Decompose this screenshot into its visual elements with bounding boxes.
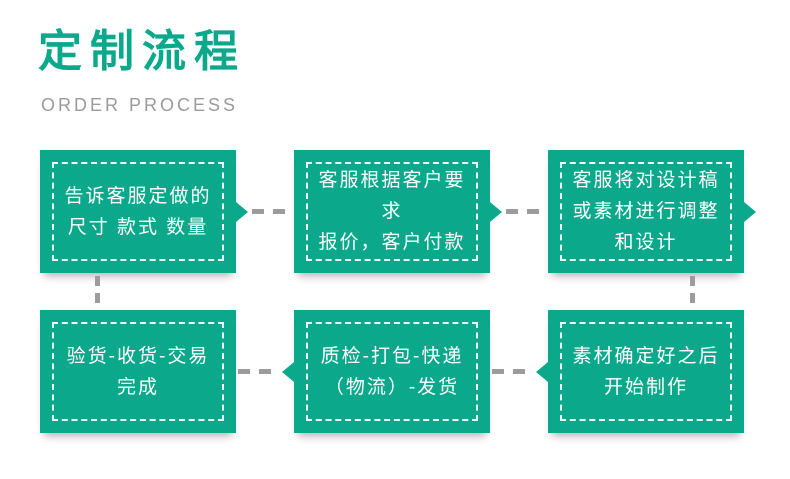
step-box-1-text: 告诉客服定做的 尺寸 款式 数量 bbox=[64, 185, 212, 238]
page-subtitle: ORDER PROCESS bbox=[41, 95, 239, 115]
arrow-left-icon bbox=[282, 362, 294, 382]
step-box-5-text: 质检-打包-快递 （物流）-发货 bbox=[320, 345, 464, 398]
step-box-4-text: 素材确定好之后 开始制作 bbox=[572, 345, 720, 398]
step-box-3-text: 客服将对设计稿 或素材进行调整 和设计 bbox=[572, 170, 720, 253]
step-box-6: 验货-收货-交易 完成 bbox=[40, 310, 236, 433]
connector-step4-step5 bbox=[492, 369, 534, 374]
arrow-left-icon bbox=[536, 362, 548, 382]
step-box-2-dashed-border: 客服根据客户要求 报价，客户付款 bbox=[306, 162, 478, 261]
connector-step2-step3 bbox=[506, 209, 546, 214]
arrow-right-icon bbox=[236, 202, 248, 222]
connector-step5-step6 bbox=[238, 369, 280, 374]
step-box-6-dashed-border: 验货-收货-交易 完成 bbox=[52, 322, 224, 421]
step-box-5: 质检-打包-快递 （物流）-发货 bbox=[282, 310, 490, 433]
page-title: 定制流程 bbox=[38, 27, 246, 76]
connector-step6-step1 bbox=[95, 276, 100, 309]
arrow-right-icon bbox=[490, 202, 502, 222]
connector-step3-step4 bbox=[690, 276, 695, 309]
step-box-3: 客服将对设计稿 或素材进行调整 和设计 bbox=[548, 150, 756, 273]
arrow-right-icon bbox=[744, 202, 756, 222]
step-box-4: 素材确定好之后 开始制作 bbox=[536, 310, 744, 433]
step-box-2: 客服根据客户要求 报价，客户付款 bbox=[294, 150, 502, 273]
connector-step1-step2 bbox=[252, 209, 292, 214]
step-box-5-dashed-border: 质检-打包-快递 （物流）-发货 bbox=[306, 322, 478, 421]
step-box-1-dashed-border: 告诉客服定做的 尺寸 款式 数量 bbox=[52, 162, 224, 261]
step-box-1: 告诉客服定做的 尺寸 款式 数量 bbox=[40, 150, 248, 273]
step-box-4-dashed-border: 素材确定好之后 开始制作 bbox=[560, 322, 732, 421]
step-box-2-text: 客服根据客户要求 报价，客户付款 bbox=[318, 170, 466, 253]
step-box-3-dashed-border: 客服将对设计稿 或素材进行调整 和设计 bbox=[560, 162, 732, 261]
step-box-6-text: 验货-收货-交易 完成 bbox=[66, 345, 210, 398]
